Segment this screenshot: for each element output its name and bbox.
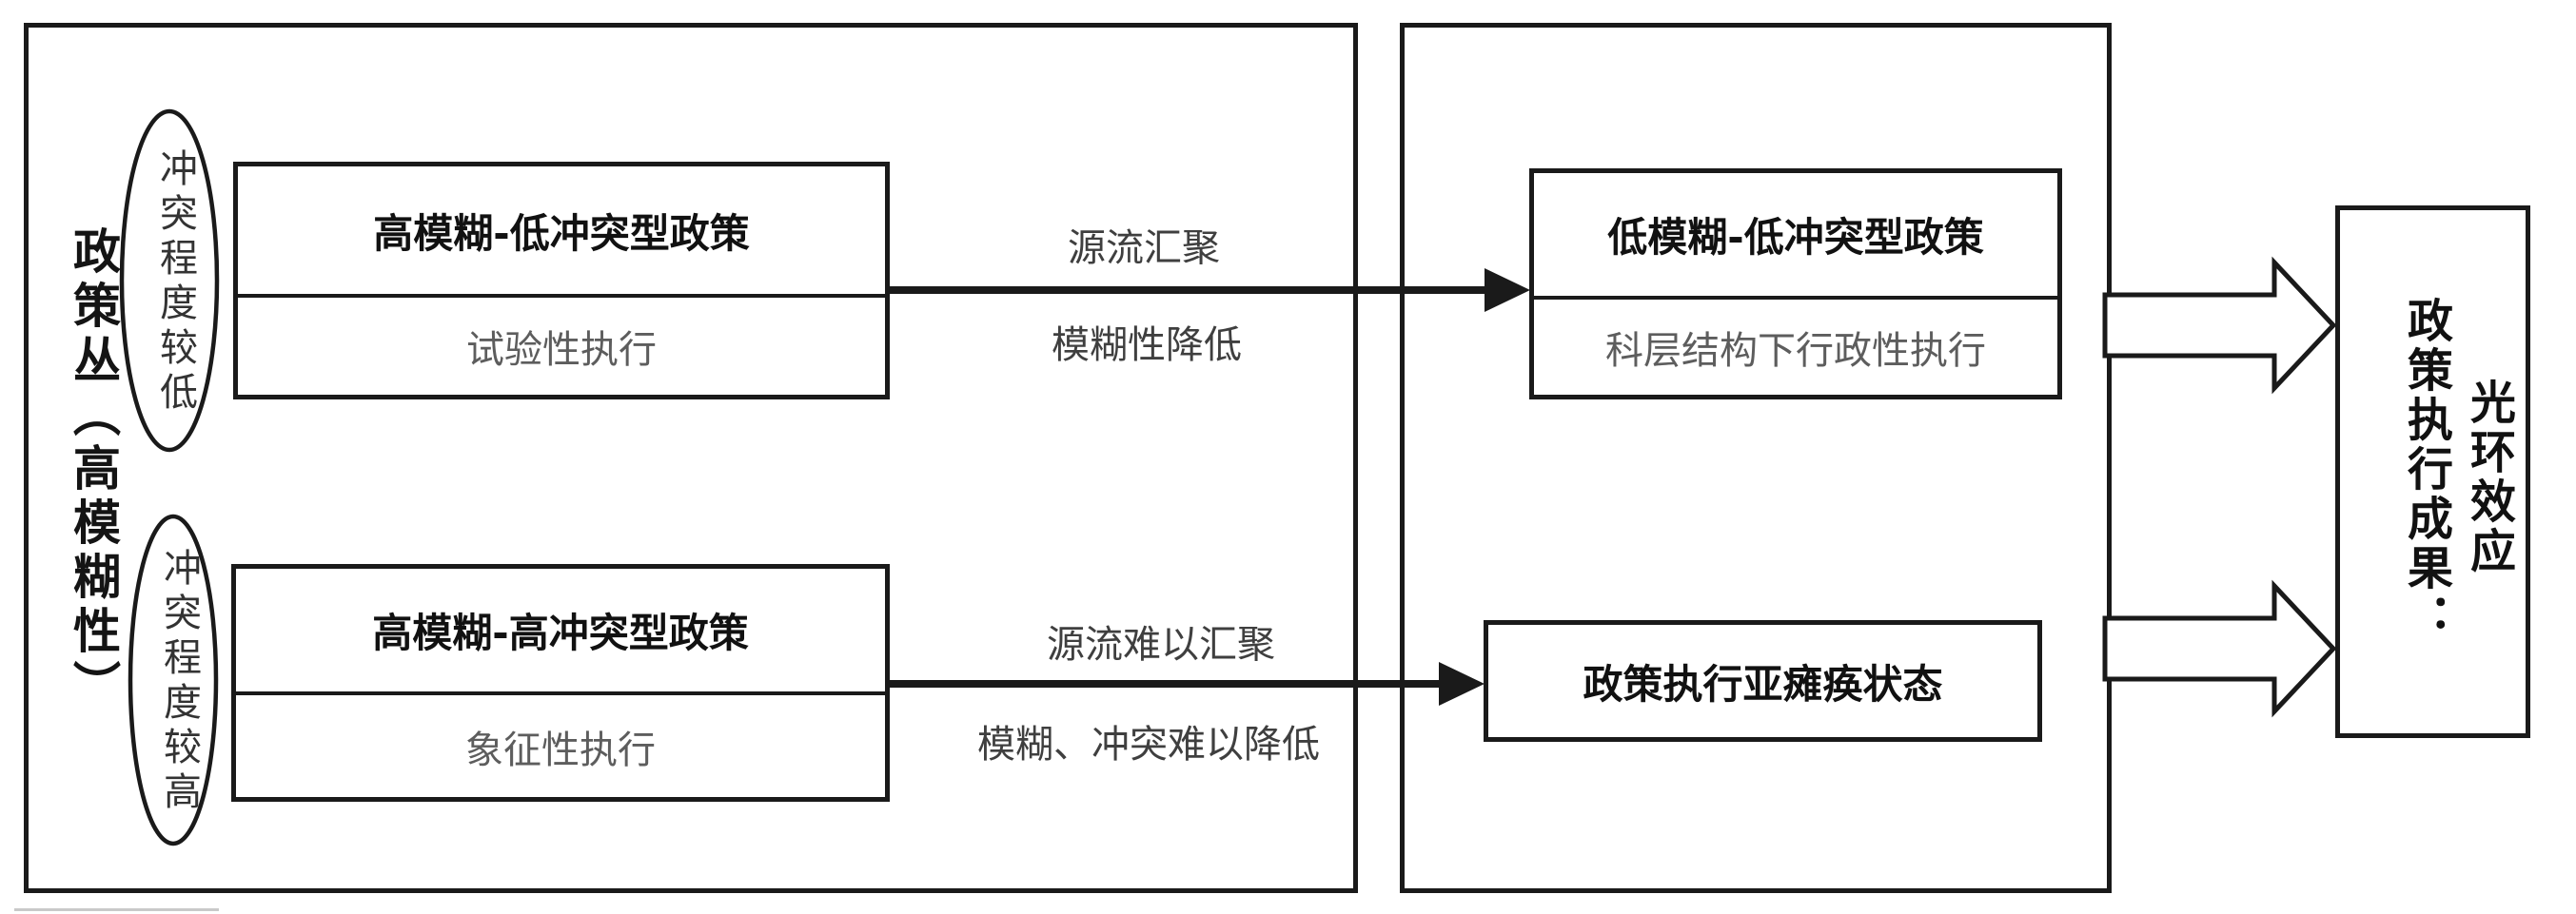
- box-subtitle: 象征性执行: [465, 728, 656, 772]
- box-low-ambiguity-low-conflict: 低模糊-低冲突型政策 科层结构下行政性执行: [1529, 168, 2062, 399]
- block-arrow-top: [2102, 256, 2337, 395]
- left-panel-border: [24, 23, 1358, 893]
- arrow-bottom-head: [1439, 662, 1485, 706]
- arrow-top-label-below: 模糊性降低: [1052, 323, 1242, 367]
- box-sub-paralysis-state: 政策执行亚瘫痪状态: [1484, 620, 2042, 742]
- arrow-bottom-label-above: 源流难以汇聚: [1047, 623, 1275, 667]
- block-arrow-bottom: [2102, 579, 2337, 718]
- result-box-text-halo: 光环效应: [2462, 379, 2515, 576]
- arrow-bottom-label-below: 模糊、冲突难以降低: [977, 723, 1320, 767]
- ellipse-high-conflict: [128, 514, 219, 846]
- result-box-text-outcome: 政策执行成果：: [2399, 297, 2452, 643]
- ellipse-low-conflict-label: 冲突程度较低: [153, 148, 197, 417]
- arrow-top-label-above: 源流汇聚: [1068, 226, 1220, 270]
- box-title: 高模糊-高冲突型政策: [236, 569, 885, 695]
- ellipse-low-conflict: [119, 108, 220, 453]
- box-title: 高模糊-低冲突型政策: [238, 166, 885, 298]
- box-high-ambiguity-high-conflict: 高模糊-高冲突型政策 象征性执行: [231, 564, 890, 802]
- result-box: [2335, 205, 2530, 738]
- scan-artifact-line: [14, 908, 219, 911]
- box-high-ambiguity-low-conflict: 高模糊-低冲突型政策 试验性执行: [233, 162, 890, 399]
- box-subtitle: 科层结构下行政性执行: [1605, 329, 1986, 373]
- left-axis-label: 政策丛（高模糊性）: [66, 226, 121, 714]
- arrow-top-head: [1485, 268, 1530, 312]
- box-title: 政策执行亚瘫痪状态: [1583, 660, 1943, 708]
- box-subtitle: 试验性执行: [466, 328, 657, 372]
- middle-panel-border: [1400, 23, 2112, 893]
- box-title: 低模糊-低冲突型政策: [1534, 173, 2057, 300]
- ellipse-high-conflict-label: 冲突程度较高: [157, 548, 201, 816]
